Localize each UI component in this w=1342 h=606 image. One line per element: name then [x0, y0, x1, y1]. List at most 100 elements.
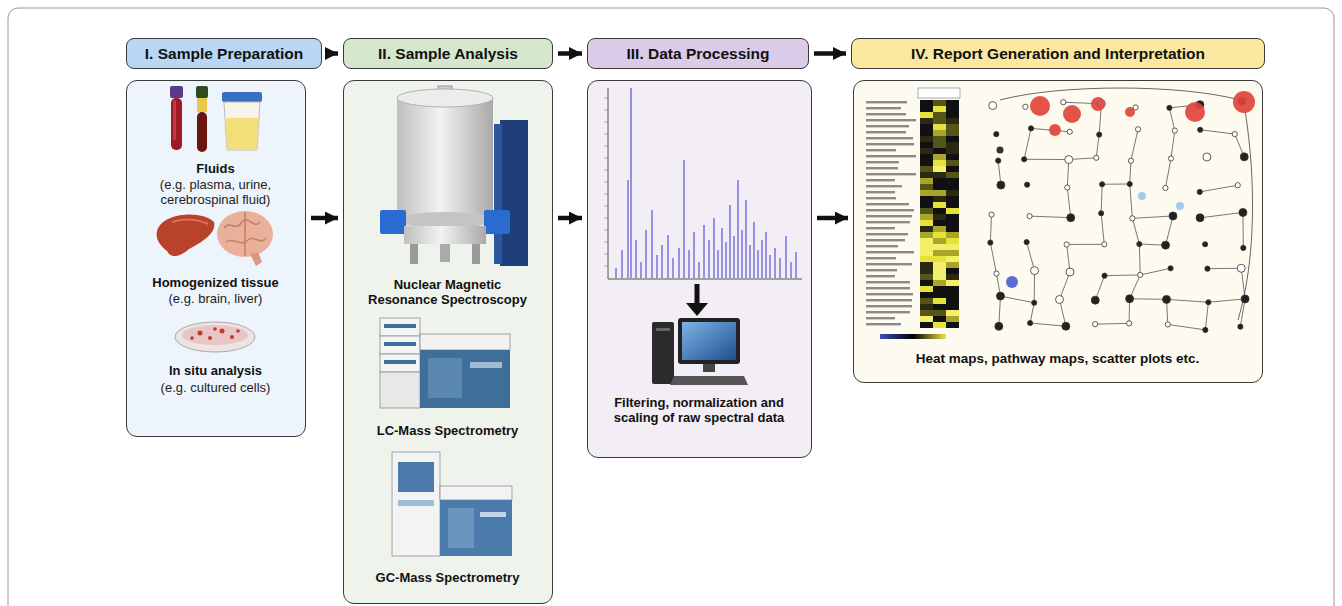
spectrum-peak — [729, 205, 730, 278]
spectrum-peak — [769, 255, 770, 278]
metabolite-node — [1126, 295, 1134, 303]
metabolite-node — [1232, 132, 1237, 137]
gc-ms-instrument — [440, 486, 512, 500]
nmr-spectrometer — [404, 226, 486, 244]
heat-cell — [920, 184, 933, 190]
heat-cell — [946, 208, 959, 214]
heat-cell — [946, 184, 959, 190]
metabolite-node — [994, 132, 999, 137]
heat-map — [880, 334, 946, 339]
stage-header: I. Sample Preparation — [126, 38, 322, 69]
petri-dish — [182, 325, 248, 345]
row-label-mark — [866, 227, 895, 229]
item-label: Nuclear Magnetic Resonance Spectroscopy — [360, 277, 535, 307]
spectrum-peak — [667, 235, 668, 278]
pathway-link — [1130, 298, 1167, 300]
heat-cell — [933, 172, 946, 178]
panel-fill — [344, 81, 552, 603]
metabolite-node — [1241, 245, 1246, 250]
outer-frame — [8, 8, 1334, 606]
text-slot: GC-Mass Spectrometry — [353, 570, 543, 585]
item-label: LC-Mass Spectrometry — [353, 423, 543, 438]
gc-ms-instrument — [398, 500, 434, 506]
heat-cell — [920, 202, 933, 208]
nmr-spectrometer — [440, 244, 450, 262]
petri-dish — [208, 336, 212, 340]
pathway-link — [1166, 216, 1173, 245]
axis-tick — [604, 230, 608, 231]
metabolite-node — [1065, 156, 1073, 164]
metabolite-node — [1022, 157, 1027, 162]
heat-cell — [920, 208, 933, 214]
pathway-link — [1241, 268, 1245, 299]
computer-icon — [652, 322, 674, 384]
metabolite-node — [1067, 214, 1075, 222]
heat-cell — [933, 232, 946, 238]
heat-cell — [933, 196, 946, 202]
row-label-mark — [866, 119, 916, 121]
metabolite-node — [1130, 216, 1135, 221]
metabolite-node — [1165, 322, 1170, 327]
heat-cell — [920, 250, 933, 256]
heat-cell — [946, 178, 959, 184]
heat-cell — [933, 202, 946, 208]
heat-map — [866, 88, 960, 339]
spectrum-peak — [774, 248, 775, 278]
pathway-link — [990, 215, 991, 243]
metabolite-node — [1168, 156, 1173, 161]
metabolite-node — [995, 322, 1003, 330]
metabolite-node — [994, 271, 999, 276]
heat-cell — [933, 136, 946, 142]
row-label-mark — [866, 221, 910, 223]
brain-icon — [224, 212, 266, 256]
heat-cell — [920, 226, 933, 232]
row-label-mark — [866, 155, 916, 157]
heat-cell — [946, 118, 959, 124]
spectrum-peak — [785, 236, 786, 278]
spectrum-peak — [749, 245, 750, 278]
heat-cell — [920, 178, 933, 184]
row-label-mark — [866, 233, 908, 235]
liver-icon — [172, 220, 208, 224]
metabolite-node — [1203, 327, 1208, 332]
heat-cell — [946, 268, 959, 274]
heat-cell — [946, 298, 959, 304]
heat-cell — [920, 160, 933, 166]
petri-dish — [230, 335, 234, 339]
spectrum-peak — [683, 160, 684, 278]
metabolite-node — [1172, 128, 1177, 133]
heat-cell — [933, 220, 946, 226]
pathway-link — [1060, 272, 1070, 300]
urine-cup — [224, 102, 260, 150]
item-label: In situ analysis — [136, 363, 296, 378]
blood-tube — [170, 86, 183, 150]
pathway-link — [1030, 216, 1071, 218]
metabolite-node — [1062, 322, 1070, 330]
heat-cell — [933, 184, 946, 190]
changed-metabolite — [1030, 96, 1050, 116]
stage-header: IV. Report Generation and Interpretation — [851, 38, 1265, 69]
metabolite-node — [997, 181, 1005, 189]
metabolite-node — [1169, 212, 1177, 220]
spectrum-peak — [678, 248, 679, 278]
pathway-link — [1140, 268, 1170, 275]
urine-cup — [222, 92, 262, 102]
row-label-mark — [866, 239, 905, 241]
lc-ms-instrument — [384, 324, 416, 328]
changed-metabolite — [1091, 97, 1105, 111]
item-label: Heat maps, pathway maps, scatter plots e… — [863, 351, 1253, 366]
changed-metabolite — [1125, 107, 1135, 117]
pathway-link — [1200, 185, 1238, 192]
spectrum-peak — [703, 225, 704, 278]
panel-fill — [588, 81, 811, 457]
heat-cell — [933, 214, 946, 220]
flow-arrow — [814, 51, 846, 56]
heat-cell — [946, 214, 959, 220]
row-label-mark — [866, 323, 901, 325]
flow-arrow — [558, 216, 582, 221]
spectrum-peak — [741, 230, 742, 278]
row-label-mark — [866, 317, 895, 319]
petri-dish — [190, 336, 194, 340]
heat-cell — [920, 106, 933, 112]
metabolite-node — [1056, 296, 1064, 304]
